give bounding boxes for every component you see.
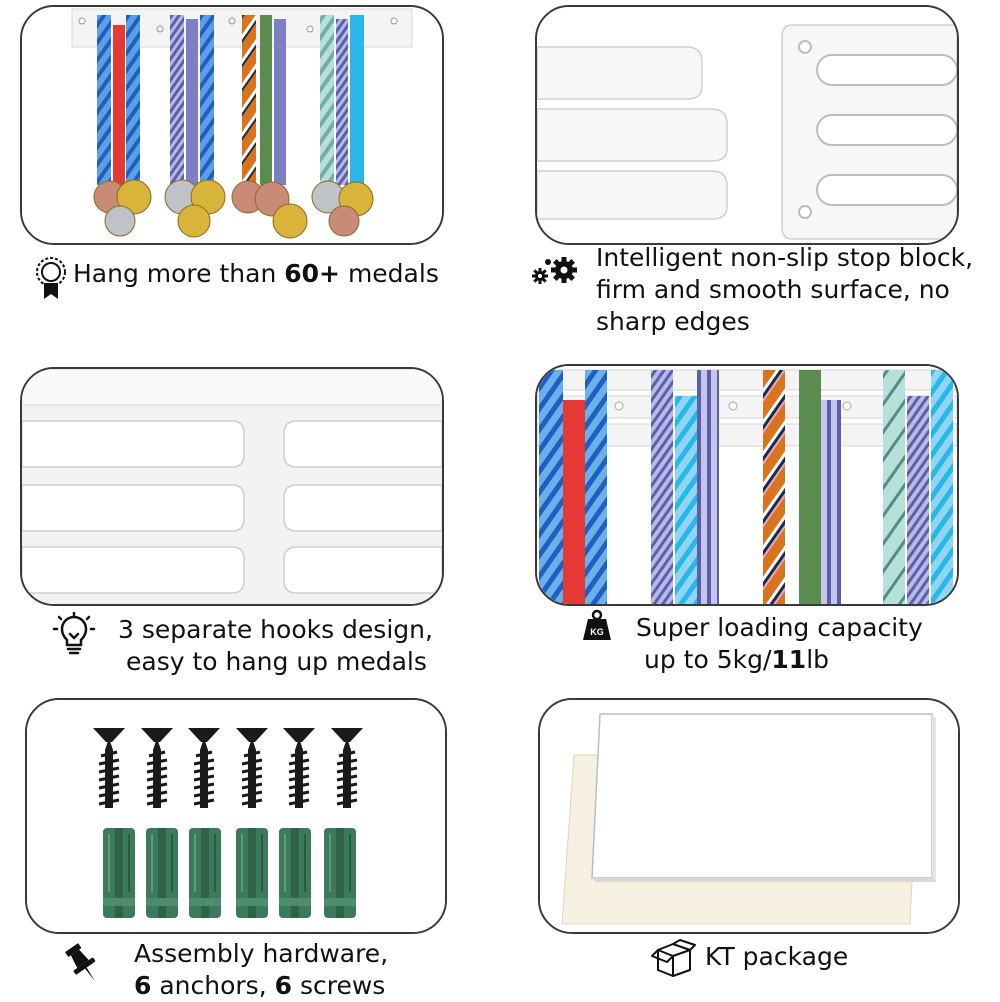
hardware-photo (25, 698, 447, 934)
gears-icon (526, 254, 578, 288)
caption-hooks: 3 separate hooks design, easy to hang up… (118, 614, 433, 678)
capacity-photo (535, 364, 959, 606)
weight-icon-label: KG (590, 627, 604, 637)
caption-line: Super loading capacity (636, 613, 923, 642)
caption-stop-block: Intelligent non-slip stop block, firm an… (596, 242, 973, 338)
stop-block-photo (535, 5, 959, 245)
caption-line: Assembly hardware, (134, 939, 389, 968)
caption-medals: Hang more than 60+ medals (73, 259, 439, 288)
caption-line: Intelligent non-slip stop block, (596, 243, 974, 272)
medal-icon (34, 256, 68, 300)
caption-line: 3 separate hooks design, (118, 615, 433, 644)
package-photo (538, 698, 960, 934)
caption-line: up to 5kg/11lb (644, 645, 830, 674)
caption-capacity: Super loading capacity up to 5kg/11lb (636, 612, 923, 676)
lightbulb-icon (50, 611, 98, 660)
caption-line: 6 anchors, 6 screws (134, 971, 386, 1000)
caption-line: sharp edges (596, 307, 750, 336)
box-icon (650, 938, 696, 978)
caption-package: KT package (705, 942, 849, 971)
caption-hardware: Assembly hardware, 6 anchors, 6 screws (134, 938, 388, 1002)
medals-photo (20, 5, 444, 245)
caption-line: easy to hang up medals (126, 647, 427, 676)
pushpin-icon (65, 942, 101, 986)
hooks-photo (20, 367, 444, 606)
weight-icon: KG (582, 609, 612, 641)
caption-line: firm and smooth surface, no (596, 275, 950, 304)
